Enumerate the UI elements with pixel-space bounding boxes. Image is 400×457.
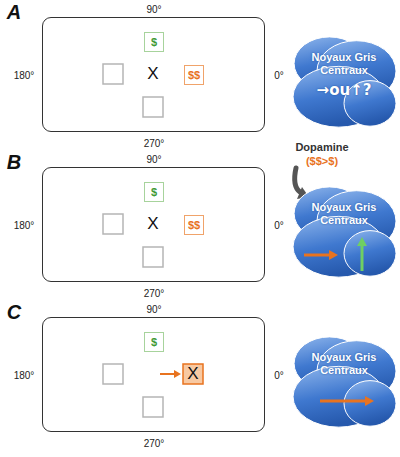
panel-letter: B: [7, 151, 21, 174]
basal-ganglia: Noyaux Gris Centraux: [292, 335, 396, 430]
reward-target: $: [144, 182, 164, 202]
fixation-cross: X: [147, 64, 158, 84]
empty-target-squares: [103, 64, 163, 417]
angle-label: 90°: [146, 154, 161, 165]
arrow-head: [365, 396, 374, 406]
panel-letter: A: [7, 1, 21, 24]
angle-label: 270°: [144, 288, 165, 299]
reward-symbol: $$: [188, 220, 200, 231]
angle-label: 270°: [144, 438, 165, 449]
reward-symbol: $: [151, 337, 157, 348]
angle-label: 90°: [146, 304, 161, 315]
gaze-cross: X: [187, 364, 198, 384]
saccade-arrow: [160, 370, 181, 378]
nucleus-lobe: [344, 381, 396, 427]
reward-symbol: $: [151, 187, 157, 198]
panel-letter: C: [7, 301, 21, 324]
fixation-cross: X: [147, 214, 158, 234]
angle-label: 0°: [274, 370, 284, 381]
reward-symbol: $: [151, 37, 157, 48]
angle-label: 180°: [14, 220, 35, 231]
dopamine-label: Dopamine: [295, 141, 348, 153]
reward-symbol: $$: [188, 70, 200, 81]
basal-ganglia: Noyaux Gris Centraux: [292, 185, 396, 280]
pathway-arrow: [304, 254, 329, 257]
basal-ganglia-shape: [292, 335, 396, 430]
reward-target: $$: [184, 215, 204, 235]
angle-label: 90°: [146, 4, 161, 15]
chosen-square: [183, 364, 203, 384]
angle-label: 180°: [14, 70, 35, 81]
pathway-arrow: [361, 246, 364, 271]
screen-frame: 90°180°0°270°$: [42, 317, 265, 432]
pathway-arrow: [320, 400, 365, 403]
arrow-head: [357, 237, 367, 246]
target-square: [143, 247, 163, 267]
reward-comparison: ($$>$): [306, 155, 338, 167]
angle-label: 0°: [274, 70, 284, 81]
target-square: [103, 364, 123, 384]
angle-label: 270°: [144, 138, 165, 149]
choice-question: →ou↑?: [308, 81, 380, 100]
structure-name: Noyaux Gris Centraux: [308, 51, 380, 77]
arrow-head: [329, 250, 338, 260]
target-square: [103, 64, 123, 84]
reward-target: $$: [184, 65, 204, 85]
basal-ganglia: Noyaux Gris Centraux →ou↑?: [292, 35, 396, 130]
reward-target: $: [144, 32, 164, 52]
nucleus-lobe: [344, 231, 396, 277]
target-square: [103, 214, 123, 234]
angle-label: 0°: [274, 220, 284, 231]
target-square: [143, 397, 163, 417]
structure-name: Noyaux Gris Centraux: [308, 201, 380, 227]
angle-label: 180°: [14, 370, 35, 381]
target-square: [143, 97, 163, 117]
structure-name: Noyaux Gris Centraux: [308, 351, 380, 377]
basal-ganglia-shape: [292, 185, 396, 280]
reward-target: $: [144, 332, 164, 352]
